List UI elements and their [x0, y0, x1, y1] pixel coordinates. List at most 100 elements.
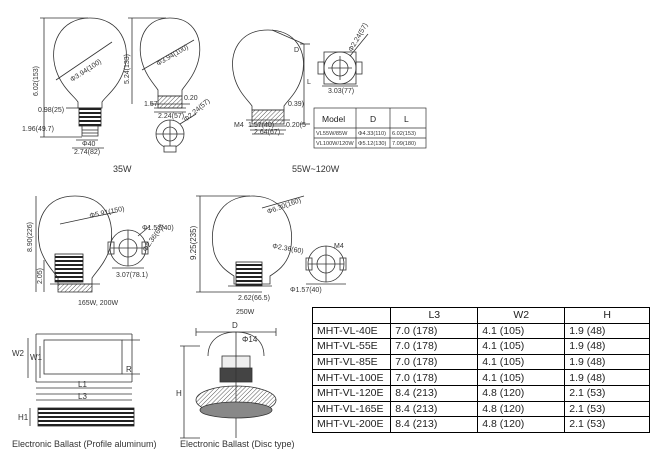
dim-250w-m4: M4 [334, 243, 344, 250]
model-table-cell: 6.02(153) [392, 131, 416, 137]
dim-250w-base: 2.62(66.5) [238, 295, 270, 302]
table-header-h: H [564, 307, 650, 324]
dim-35w-side-height: 5.24(133) [124, 54, 131, 84]
model-table-cell: VL100W/120W [316, 141, 354, 147]
table-cell-l3: 7.0 (178) [390, 322, 479, 340]
table-cell-w2: 4.1 (105) [477, 353, 566, 371]
model-table-55-120w [313, 107, 427, 149]
table-cell-h: 1.9 (48) [564, 322, 650, 340]
table-cell-w2: 4.1 (105) [477, 338, 566, 355]
caption-165w: 165W, 200W [78, 300, 118, 307]
label-disc-d: D [232, 321, 238, 330]
lamp-55-120w-view [232, 29, 369, 135]
table-cell-l3: 7.0 (178) [390, 338, 479, 355]
table-cell-model: MHT-VL-40E [311, 322, 392, 340]
label-w2: W2 [12, 349, 25, 358]
table-cell-w2: 4.8 (120) [477, 416, 566, 433]
dim-35w-base-w2: 2.74(82) [74, 149, 100, 156]
table-row: MHT-VL-165E 8.4 (213) 4.8 (120) 2.1 (53) [311, 400, 650, 418]
lamp-250w-view [196, 195, 347, 293]
model-table-header-model: Model [322, 114, 345, 124]
table-header-w2: W2 [477, 307, 566, 324]
label-w1: W1 [30, 353, 43, 362]
table-cell-w2: 4.1 (105) [477, 322, 566, 340]
table-cell-l3: 7.0 (178) [390, 369, 479, 386]
table-row: MHT-VL-85E 7.0 (178) 4.1 (105) 1.9 (48) [311, 353, 650, 371]
dim-35w-side-b: 0.20 [184, 95, 198, 102]
dim-35w-side-w: 2.24(57) [158, 113, 184, 120]
lamp-165w-view [35, 195, 151, 293]
lamp-35w-side-view [128, 17, 201, 153]
table-header-l3: L3 [390, 307, 479, 324]
table-cell-h: 1.9 (48) [564, 353, 650, 371]
table-cell-h: 2.1 (53) [564, 384, 650, 402]
table-header-row: L3 W2 H [311, 307, 650, 324]
table-row: MHT-VL-100E 7.0 (178) 4.1 (105) 1.9 (48) [311, 369, 650, 386]
table-cell-w2: 4.8 (120) [477, 384, 566, 402]
dim-55w-w2: 2.64(67) [254, 129, 280, 136]
table-cell-l3: 7.0 (178) [390, 353, 479, 371]
table-row: MHT-VL-200E 8.4 (213) 4.8 (120) 2.1 (53) [311, 416, 650, 433]
caption-250w: 250W [236, 309, 255, 316]
table-row: MHT-VL-120E 8.4 (213) 4.8 (120) 2.1 (53) [311, 384, 650, 402]
dim-165w-height: 8.90(226) [27, 222, 34, 252]
caption-ballast-disc: Electronic Ballast (Disc type) [180, 439, 295, 449]
table-cell-l3: 8.4 (213) [390, 416, 479, 433]
dim-250w-height: 9.25(235) [189, 225, 198, 260]
table-cell-model: MHT-VL-165E [311, 400, 392, 418]
dim-250w-cap-small: Φ1.57(40) [290, 287, 322, 294]
ballast-spec-table: L3 W2 H MHT-VL-40E 7.0 (178) 4.1 (105) 1… [311, 307, 650, 433]
table-cell-model: MHT-VL-55E [311, 338, 392, 355]
dim-55w-cap-w: 3.03(77) [328, 88, 354, 95]
table-cell-h: 2.1 (53) [564, 400, 650, 418]
model-table-cell: VL55W/85W [316, 131, 348, 137]
table-cell-model: MHT-VL-85E [311, 353, 392, 371]
label-l3: L3 [78, 392, 87, 401]
dim-165w-dia: Φ5.91(150) [89, 206, 125, 220]
dim-35w-side-a: 1.57 [144, 101, 158, 108]
dim-35w-bulb-dia: Φ3.94(100) [69, 58, 103, 83]
table-cell-model: MHT-VL-200E [311, 416, 392, 433]
model-table-header-l: L [404, 114, 409, 124]
caption-35w: 35W [113, 164, 132, 174]
dim-55w-D: D [294, 47, 299, 54]
dim-35w-height: 6.02(153) [33, 66, 40, 96]
table-cell-model: MHT-VL-100E [311, 369, 392, 386]
dim-165w-base: 2.05) [37, 268, 44, 284]
dim-55w-cap-dia: Φ2.24(57) [348, 22, 370, 53]
dim-35w-base-height: 1.96(49.7) [22, 126, 54, 133]
table-row: MHT-VL-55E 7.0 (178) 4.1 (105) 1.9 (48) [311, 338, 650, 355]
table-cell-l3: 8.4 (213) [390, 400, 479, 418]
model-table-cell: Φ4.33(110) [358, 131, 386, 137]
dim-55w-L: L [307, 79, 311, 86]
dim-35w-base-w1: Φ40 [82, 141, 95, 148]
caption-55-120w: 55W~120W [292, 164, 340, 174]
label-disc-h: H [176, 389, 182, 398]
dim-35w-side-dia: Φ3.94(100) [156, 44, 190, 68]
lamp-35w-front-view [40, 17, 127, 149]
dim-165w-cap-w: 3.07(78.1) [116, 272, 148, 279]
label-l1: L1 [78, 380, 87, 389]
table-cell-w2: 4.8 (120) [477, 400, 566, 418]
model-table-cell: Φ5.12(130) [358, 141, 387, 147]
label-h1: H1 [18, 413, 29, 422]
caption-ballast-profile: Electronic Ballast (Profile aluminum) [12, 439, 157, 449]
table-header-model [311, 307, 392, 324]
dim-55w-h1: 0.39) [288, 101, 304, 108]
dim-250w-cap-dia: Φ2.36(60) [272, 243, 304, 255]
label-r: R [126, 365, 132, 374]
model-table-header-d: D [370, 114, 376, 124]
table-cell-h: 2.1 (53) [564, 416, 650, 433]
ballast-disc-drawing [180, 328, 277, 439]
ballast-profile-drawing [27, 333, 140, 427]
dim-35w-neck: 0.98(25) [38, 107, 64, 114]
table-cell-h: 1.9 (48) [564, 338, 650, 355]
table-cell-h: 1.9 (48) [564, 369, 650, 386]
table-cell-model: MHT-VL-120E [311, 384, 392, 402]
table-cell-l3: 8.4 (213) [390, 384, 479, 402]
dim-55w-m4: M4 [234, 122, 244, 129]
dim-55w-h2: 0.20(5 [286, 122, 306, 129]
model-table-cell: 7.09(180) [392, 141, 416, 147]
dim-55w-w1: 1.57(40) [248, 122, 274, 129]
